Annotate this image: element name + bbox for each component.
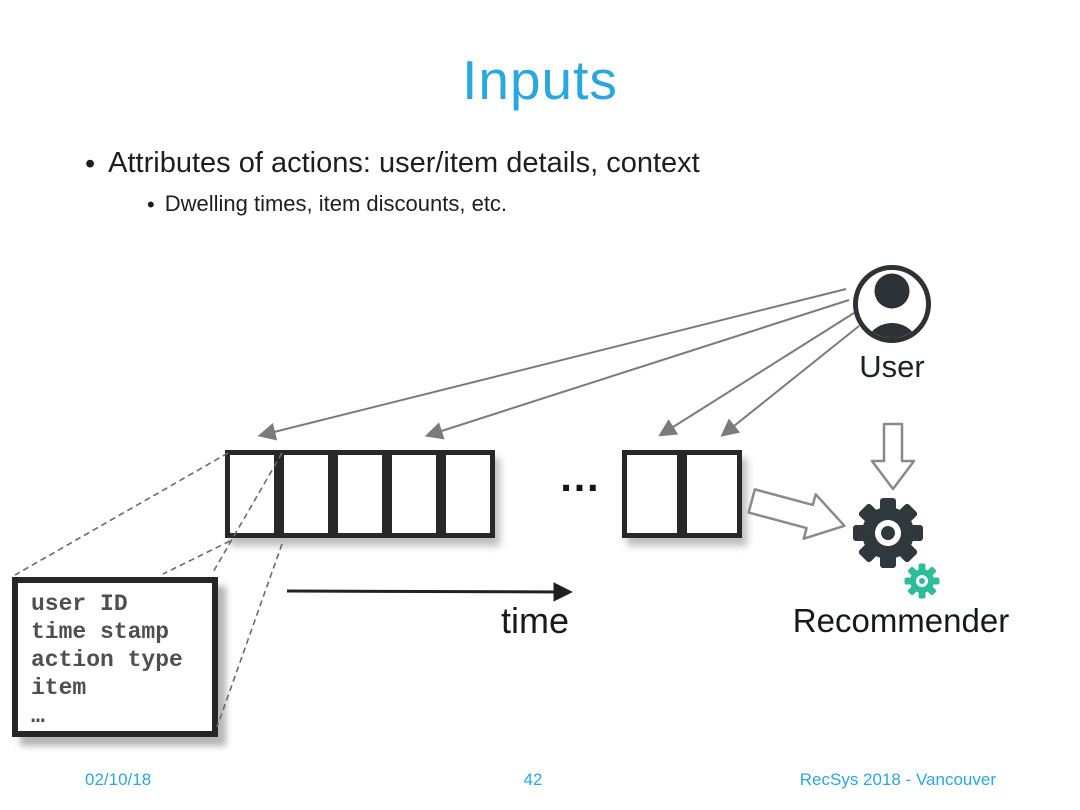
right-block-arrow-shape [747,488,846,540]
time-arrow [286,582,573,602]
callout-line: user ID [31,591,128,617]
footer-page-number: 42 [523,770,543,789]
bullet-main: • Attributes of actions: user/item detai… [85,146,700,182]
user-label: User [859,349,925,384]
bullet-dot: • [85,148,96,180]
sequence-cell [225,450,279,538]
callout-line: … [31,703,45,729]
user-arrow [658,312,855,437]
record-callout-box: user ID time stamp action type item … [12,577,218,737]
user-icon-head [874,273,910,309]
sequence-cell [441,450,495,538]
sequence-ellipsis: … [558,453,602,500]
user-arrow [720,325,860,437]
sequence-cell [279,450,333,538]
action-sequence-row [225,450,495,538]
user-to-sequence-arrows [257,288,860,441]
bullet-sub: • Dwelling times, item discounts, etc. [147,191,507,219]
callout-line: item [31,675,87,701]
user-arrow [257,288,847,441]
bullet-main-text: Attributes of actions: user/item details… [108,147,700,179]
bullet-dot: • [147,192,155,217]
projection-line [216,543,283,728]
projection-line [162,540,231,575]
down-block-arrow [870,422,916,491]
user-arrow [424,299,850,440]
callout-line: time stamp [31,619,170,645]
recommender-small-gear-icon [904,563,940,599]
sequence-cell [682,450,742,538]
user-icon-circle [853,265,931,343]
slide-title: Inputs [462,49,618,111]
action-sequence-row-end [622,450,742,538]
footer-date: 02/10/18 [85,770,152,789]
sequence-cell [622,450,682,538]
callout-line: action type [31,647,183,673]
recommender-label: Recommender [792,602,1010,639]
projection-line [14,452,229,576]
bullet-sub-text: Dwelling times, item discounts, etc. [164,191,508,216]
time-axis-label: time [500,600,569,641]
right-block-arrow [747,488,846,540]
sequence-cell [333,450,387,538]
sequence-cell [387,450,441,538]
footer-venue: RecSys 2018 - Vancouver [799,770,996,789]
recommender-gear-icon [853,498,923,568]
